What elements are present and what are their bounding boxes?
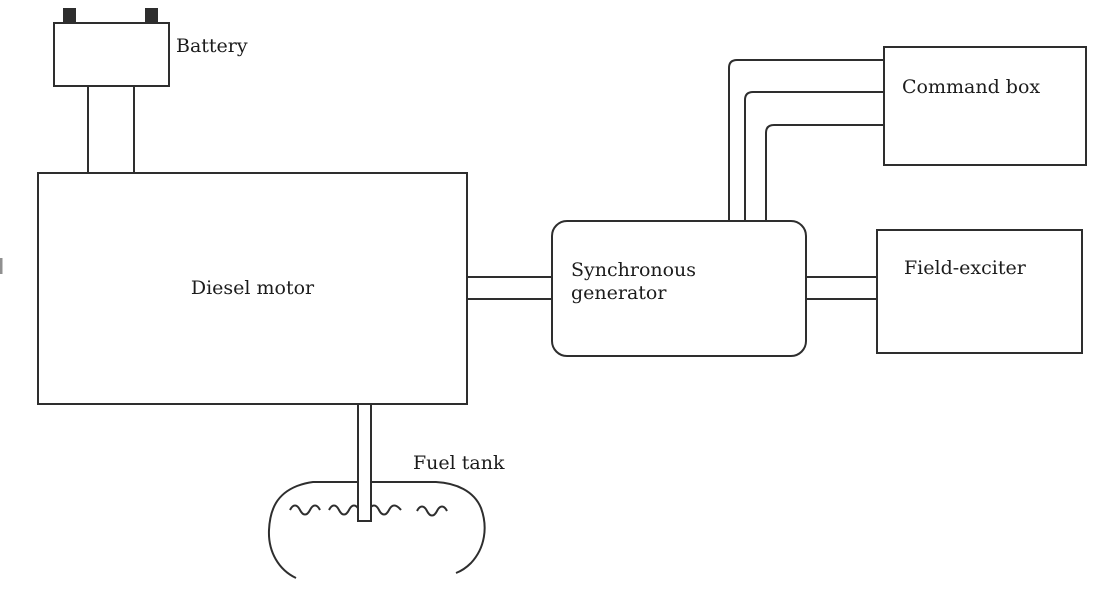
node-command-box: Command box — [883, 46, 1087, 166]
command-wire-1 — [728, 59, 884, 221]
diesel-motor-label: Diesel motor — [190, 277, 315, 299]
node-battery — [53, 22, 170, 87]
fuel-level-wave-3 — [416, 505, 448, 517]
command-box-label: Command box — [902, 76, 1041, 98]
battery-terminal-right — [145, 8, 158, 23]
battery-terminal-left — [63, 8, 76, 23]
field-exciter-label: Field-exciter — [904, 257, 1026, 279]
synchronous-generator-label: Synchronous generator — [571, 259, 697, 304]
fuel-tank-outline — [267, 481, 486, 579]
fuel-pipe — [357, 403, 372, 522]
command-wire-2 — [744, 91, 884, 221]
node-diesel-motor: Diesel motor — [37, 172, 468, 405]
node-field-exciter: Field-exciter — [876, 229, 1083, 354]
edge-artifact — [0, 258, 3, 274]
node-synchronous-generator: Synchronous generator — [551, 220, 807, 357]
fuel-tank-label: Fuel tank — [413, 452, 505, 474]
battery-label: Battery — [176, 35, 248, 57]
command-wire-3 — [765, 124, 884, 221]
fuel-level-wave-1 — [289, 504, 321, 516]
